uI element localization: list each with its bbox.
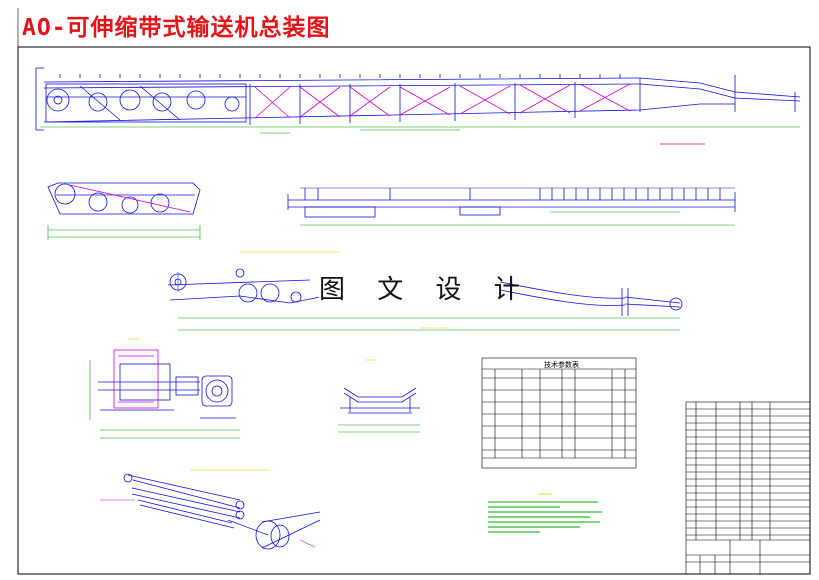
technical-notes	[488, 493, 602, 533]
technical-parameters-table	[481, 357, 637, 469]
section-view-idler	[338, 359, 420, 433]
section-view-drive	[89, 338, 240, 439]
belt-routing-diagram	[167, 251, 683, 331]
idler-3d-sketch	[100, 469, 321, 550]
main-elevation-view	[35, 67, 801, 145]
watermark: 图 文 设 计	[319, 266, 520, 314]
sheet-border	[17, 46, 811, 575]
spec-table-title: 技术参数表	[544, 360, 579, 369]
intermediate-frame-view	[287, 187, 736, 226]
drawing-title: AO-可伸缩带式输送机总装图	[22, 15, 331, 41]
head-unit-view	[47, 182, 201, 240]
parts-list-table	[685, 401, 811, 575]
